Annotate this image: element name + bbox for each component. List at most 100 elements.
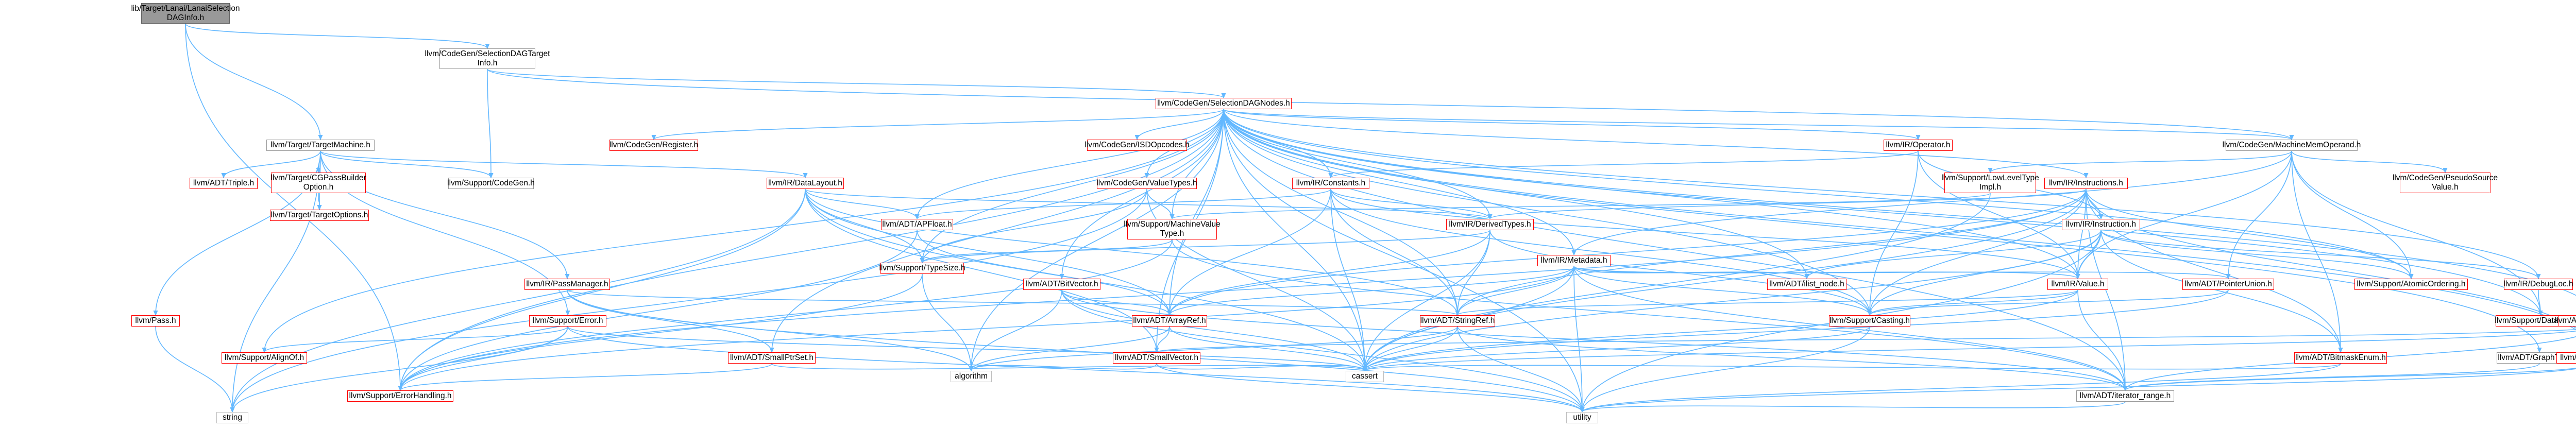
edge-seldagtgt-to-seldagnodes bbox=[487, 68, 1224, 98]
edge-seldagnodes-to-iroperator bbox=[1223, 109, 1918, 140]
node-bitmaskenum[interactable]: llvm/ADT/BitmaskEnum.h bbox=[2294, 352, 2387, 364]
edge-irconstants-to-derivedtypes bbox=[1330, 188, 1490, 219]
edge-root-to-errorhandling bbox=[185, 23, 400, 390]
node-triple[interactable]: llvm/ADT/Triple.h bbox=[190, 178, 258, 189]
node-string[interactable]: string bbox=[216, 412, 248, 423]
node-atomicordering[interactable]: llvm/Support/AtomicOrdering.h bbox=[2354, 279, 2468, 290]
edge-adtiterator-to-utility bbox=[1582, 368, 2576, 412]
edge-irmetadata-to-arrayref bbox=[1170, 266, 1574, 315]
edge-seldagnodes-to-machinememop bbox=[1223, 109, 2292, 140]
node-targetmachine[interactable]: llvm/Target/TargetMachine.h bbox=[266, 140, 375, 151]
node-irdebugloc[interactable]: llvm/IR/DebugLoc.h bbox=[2503, 279, 2573, 290]
node-passmanager[interactable]: llvm/IR/PassManager.h bbox=[524, 279, 610, 290]
edge-lowleveltype-to-cassert bbox=[1365, 193, 1991, 371]
node-machinevaluetype[interactable]: llvm/Support/MachineValue Type.h bbox=[1124, 219, 1221, 239]
edge-seldagnodes-to-typesize bbox=[922, 109, 1224, 263]
node-apfloat[interactable]: llvm/ADT/APFloat.h bbox=[881, 219, 953, 230]
node-machinememoperand[interactable]: llvm/CodeGen/MachineMemOperand.h bbox=[2223, 140, 2361, 151]
edge-smallvector-to-utility bbox=[1156, 363, 1582, 412]
node-alignof[interactable]: llvm/Support/AlignOf.h bbox=[222, 352, 307, 364]
edge-seldagnodes-to-apfloat bbox=[917, 109, 1224, 219]
edge-irconstants-to-stringref bbox=[1330, 188, 1458, 315]
edge-seldagtgt-to-supportcodegen bbox=[487, 68, 491, 178]
node-irinstructions[interactable]: llvm/IR/Instructions.h bbox=[2044, 178, 2128, 189]
edge-bitmaskenum-to-utility bbox=[1582, 363, 2341, 412]
edge-supporterror-to-errorhandling bbox=[400, 326, 568, 390]
node-codegenregister[interactable]: llvm/CodeGen/Register.h bbox=[609, 140, 698, 151]
edge-irinstruction-to-irdebugloc bbox=[2100, 230, 2538, 279]
node-cgpassbuilderoption[interactable]: llvm/Target/CGPassBuilder Option.h bbox=[270, 173, 366, 193]
edge-bitvector-to-algorithm bbox=[971, 289, 1062, 371]
edge-bitvector-to-iteratorrange bbox=[1061, 289, 2125, 390]
edge-irvalue-to-casting bbox=[1870, 289, 2078, 315]
node-pseudosourcevalue[interactable]: llvm/CodeGen/PseudoSource Value.h bbox=[2393, 173, 2498, 193]
node-datalayout[interactable]: llvm/IR/DataLayout.h bbox=[767, 178, 844, 189]
node-iroperator[interactable]: llvm/IR/Operator.h bbox=[1884, 140, 1953, 151]
node-pass[interactable]: llvm/Pass.h bbox=[131, 315, 180, 327]
edge-cgpassbuilder-to-tgtoptions bbox=[318, 193, 319, 210]
edge-arrayref-to-cassert bbox=[1169, 326, 1365, 371]
edge-iteratorrange-to-utility bbox=[1582, 401, 2126, 412]
node-valuetypes[interactable]: llvm/CodeGen/ValueTypes.h bbox=[1096, 178, 1197, 189]
node-bitvector[interactable]: llvm/ADT/BitVector.h bbox=[1023, 279, 1100, 290]
edge-seldagnodes-to-cgregister bbox=[654, 109, 1224, 140]
node-ilistnode[interactable]: llvm/ADT/ilist_node.h bbox=[1767, 279, 1846, 290]
node-arrayref[interactable]: llvm/ADT/ArrayRef.h bbox=[1132, 315, 1207, 327]
edge-arrayref-to-algorithm bbox=[971, 326, 1170, 371]
node-irconstants[interactable]: llvm/IR/Constants.h bbox=[1292, 178, 1369, 189]
node-selectiondagtargetinfo[interactable]: llvm/CodeGen/SelectionDAGTarget Info.h bbox=[425, 48, 550, 69]
edge-valuetypes-to-typesize bbox=[922, 188, 1147, 263]
node-iteratorrange[interactable]: llvm/ADT/iterator_range.h bbox=[2076, 390, 2174, 402]
node-utility[interactable]: utility bbox=[1566, 412, 1598, 423]
edge-derivedtypes-to-stringref bbox=[1458, 230, 1490, 315]
edge-seldagnodes-to-stringref bbox=[1223, 109, 1458, 315]
node-supportcodegen[interactable]: llvm/Support/CodeGen.h bbox=[447, 178, 535, 189]
edge-machinememop-to-irmetadata bbox=[1574, 150, 2292, 255]
edge-irvalue-to-stringref bbox=[1458, 289, 2078, 315]
edge-seldagnodes-to-alignof bbox=[264, 109, 1224, 352]
node-smallvector[interactable]: llvm/ADT/SmallVector.h bbox=[1113, 352, 1200, 364]
node-lowleveltypeimpl[interactable]: llvm/Support/LowLevelType Impl.h bbox=[1941, 173, 2039, 193]
edge-seldagnodes-to-bitvector bbox=[1062, 109, 1224, 279]
node-adtiterator[interactable]: llvm/ADT/iterator.h bbox=[2556, 352, 2576, 364]
node-typesize[interactable]: llvm/Support/TypeSize.h bbox=[879, 263, 965, 274]
edge-bitvector-to-arrayref bbox=[1061, 289, 1170, 315]
node-smallptrset[interactable]: llvm/ADT/SmallPtrSet.h bbox=[728, 352, 816, 364]
edge-casting-to-cassert bbox=[1365, 326, 1870, 371]
edge-seldagnodes-to-errorhandling bbox=[400, 109, 1224, 390]
node-errorhandling[interactable]: llvm/Support/ErrorHandling.h bbox=[347, 390, 453, 402]
node-stringref[interactable]: llvm/ADT/StringRef.h bbox=[1420, 315, 1495, 327]
node-pointerunion[interactable]: llvm/ADT/PointerUnion.h bbox=[2182, 279, 2274, 290]
node-cassert[interactable]: cassert bbox=[1346, 371, 1384, 382]
node-algorithm[interactable]: algorithm bbox=[951, 371, 992, 382]
edge-smallvector-to-cassert bbox=[1156, 363, 1365, 371]
edge-foldingset-to-smallvector bbox=[1157, 329, 2576, 352]
edge-irinstructions-to-atomicordering bbox=[2086, 188, 2411, 279]
node-foldingset[interactable]: llvm/ADT/FoldingSet.h bbox=[2555, 315, 2576, 327]
edge-seldagnodes-to-smallptrset bbox=[772, 109, 1224, 352]
edge-pointerunion-to-casting bbox=[1870, 289, 2229, 315]
edge-valuetypes-to-string bbox=[232, 188, 1147, 412]
edge-machinememop-to-irvalue bbox=[2078, 150, 2292, 279]
edge-seldagnodes-to-adtiterator bbox=[1223, 109, 2576, 331]
edge-foldingset-to-cassert bbox=[1365, 330, 2576, 371]
node-irmetadata[interactable]: llvm/IR/Metadata.h bbox=[1537, 255, 1611, 266]
edge-irinstruction-to-bitmaskenum bbox=[2100, 230, 2341, 352]
edge-irmetadata-to-errorhandling bbox=[400, 266, 1574, 390]
edge-seldagnodes-to-cassert bbox=[1223, 109, 1365, 371]
edge-irdatalayout-to-derivedtypes bbox=[805, 188, 1490, 219]
edge-iroperator-to-irconstants bbox=[1331, 150, 1919, 178]
node-derivedtypes[interactable]: llvm/IR/DerivedTypes.h bbox=[1446, 219, 1534, 230]
node-targetoptions[interactable]: llvm/Target/TargetOptions.h bbox=[270, 210, 369, 221]
node-irinstruction[interactable]: llvm/IR/Instruction.h bbox=[2062, 219, 2140, 230]
edge-irconstants-to-irvalue bbox=[1330, 188, 2078, 279]
edge-casting-to-utility bbox=[1582, 326, 1870, 412]
node-supporterror[interactable]: llvm/Support/Error.h bbox=[529, 315, 606, 327]
node-isdopcodes[interactable]: llvm/CodeGen/ISDOpcodes.h bbox=[1084, 140, 1190, 151]
node-casting[interactable]: llvm/Support/Casting.h bbox=[1829, 315, 1910, 327]
node-datatypes[interactable]: llvm/Support/DataTypes.h bbox=[2495, 315, 2576, 327]
node-root-file[interactable]: lib/Target/Lanai/LanaiSelection DAGInfo.… bbox=[131, 3, 240, 24]
edge-derivedtypes-to-arrayref bbox=[1170, 230, 1490, 315]
node-selectiondagnodes[interactable]: llvm/CodeGen/SelectionDAGNodes.h bbox=[1156, 98, 1292, 109]
node-irvalue[interactable]: llvm/IR/Value.h bbox=[2047, 279, 2108, 290]
